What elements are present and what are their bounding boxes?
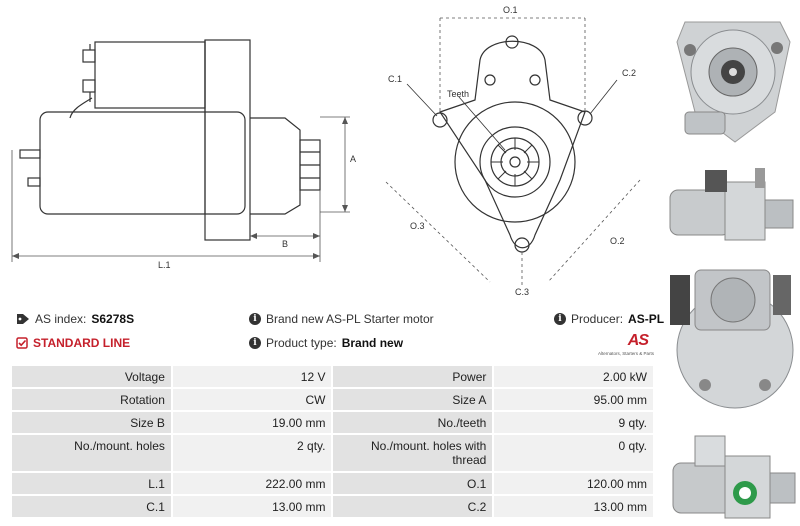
standard-line-label: STANDARD LINE xyxy=(33,336,131,350)
spec-value: 2 qty. xyxy=(172,435,332,471)
tag-icon xyxy=(17,314,29,324)
standard-line-row: STANDARD LINE xyxy=(16,336,130,350)
dim-label-c2: C.2 xyxy=(622,68,636,78)
photo-rear[interactable] xyxy=(665,255,800,420)
flange-outline xyxy=(439,40,586,249)
spec-key: No./teeth xyxy=(333,412,493,433)
product-type-value: Brand new xyxy=(341,336,404,350)
brand-row: i Brand new AS-PL Starter motor xyxy=(249,312,434,326)
dim-label-l1: L.1 xyxy=(158,260,171,270)
spec-key: No./mount. holes with thread xyxy=(333,435,493,471)
info-icon: i xyxy=(554,313,566,325)
producer-row: i Producer: AS-PL xyxy=(554,312,664,326)
spec-value: 13.00 mm xyxy=(494,496,653,517)
solenoid-outline xyxy=(94,41,206,109)
photo-angle[interactable] xyxy=(665,428,800,526)
spec-value: 222.00 mm xyxy=(172,473,332,494)
dim-label-o3: O.3 xyxy=(410,221,425,231)
table-row: Rotation CW Size A 95.00 mm xyxy=(12,389,653,410)
dim-label-a: A xyxy=(350,154,356,164)
specs-table: Voltage 12 V Power 2.00 kW Rotation CW S… xyxy=(10,364,655,519)
spec-value: 120.00 mm xyxy=(494,473,653,494)
spec-value: CW xyxy=(172,389,332,410)
spec-key: C.2 xyxy=(333,496,493,517)
mount-hole-c3 xyxy=(514,237,530,253)
photo-side[interactable] xyxy=(665,160,800,250)
logo-mark: AS xyxy=(627,332,649,349)
as-pl-logo: AS Alternators, Starters & Parts xyxy=(590,332,654,358)
spec-value: 9 qty. xyxy=(494,412,653,433)
table-row: L.1 222.00 mm O.1 120.00 mm xyxy=(12,473,653,494)
spec-value: 95.00 mm xyxy=(494,389,653,410)
table-row: C.1 13.00 mm C.2 13.00 mm xyxy=(12,496,653,517)
dim-label-o2: O.2 xyxy=(610,236,625,246)
dim-label-b: B xyxy=(282,239,288,249)
producer-label: Producer: xyxy=(571,312,624,326)
mount-hole-c2 xyxy=(577,110,593,126)
spec-key: Size A xyxy=(333,389,493,410)
table-row: Size B 19.00 mm No./teeth 9 qty. xyxy=(12,412,653,433)
spec-key: No./mount. holes xyxy=(12,435,171,471)
info-icon: i xyxy=(249,313,261,325)
spec-key: Voltage xyxy=(12,366,171,387)
dim-label-o1: O.1 xyxy=(503,5,518,15)
product-type-row: i Product type: Brand new xyxy=(249,336,403,350)
dim-label-c3: C.3 xyxy=(515,287,529,297)
spec-key: C.1 xyxy=(12,496,171,517)
product-photos xyxy=(665,0,800,526)
spec-value: 19.00 mm xyxy=(172,412,332,433)
producer-value: AS-PL xyxy=(628,312,665,326)
table-row: Voltage 12 V Power 2.00 kW xyxy=(12,366,653,387)
as-index-row: AS index: S6278S xyxy=(16,312,134,326)
product-info: AS index: S6278S STANDARD LINE i Brand n… xyxy=(12,307,664,357)
brand-text: Brand new AS-PL Starter motor xyxy=(266,312,434,326)
spec-value: 12 V xyxy=(172,366,332,387)
as-index-label: AS index: xyxy=(35,312,87,326)
spec-value: 2.00 kW xyxy=(494,366,653,387)
spec-key: L.1 xyxy=(12,473,171,494)
photo-front[interactable] xyxy=(665,2,800,152)
mount-hole-c1 xyxy=(432,112,448,128)
table-row: No./mount. holes 2 qty. No./mount. holes… xyxy=(12,435,653,471)
spec-key: Size B xyxy=(12,412,171,433)
spec-value: 13.00 mm xyxy=(172,496,332,517)
starter-drawing-svg: A B L.1 xyxy=(11,5,641,297)
dim-label-teeth: Teeth xyxy=(447,89,469,99)
spec-key: Rotation xyxy=(12,389,171,410)
technical-drawing: A B L.1 xyxy=(0,0,665,300)
as-index-value: S6278S xyxy=(91,312,135,326)
spec-key: Power xyxy=(333,366,493,387)
check-square-icon xyxy=(16,337,28,349)
motor-body-outline xyxy=(39,111,246,215)
info-icon: i xyxy=(249,337,261,349)
spec-value: 0 qty. xyxy=(494,435,653,471)
product-type-label: Product type: xyxy=(266,336,337,350)
dim-label-c1: C.1 xyxy=(388,74,402,84)
logo-tagline: Alternators, Starters & Parts xyxy=(597,351,654,356)
spec-key: O.1 xyxy=(333,473,493,494)
